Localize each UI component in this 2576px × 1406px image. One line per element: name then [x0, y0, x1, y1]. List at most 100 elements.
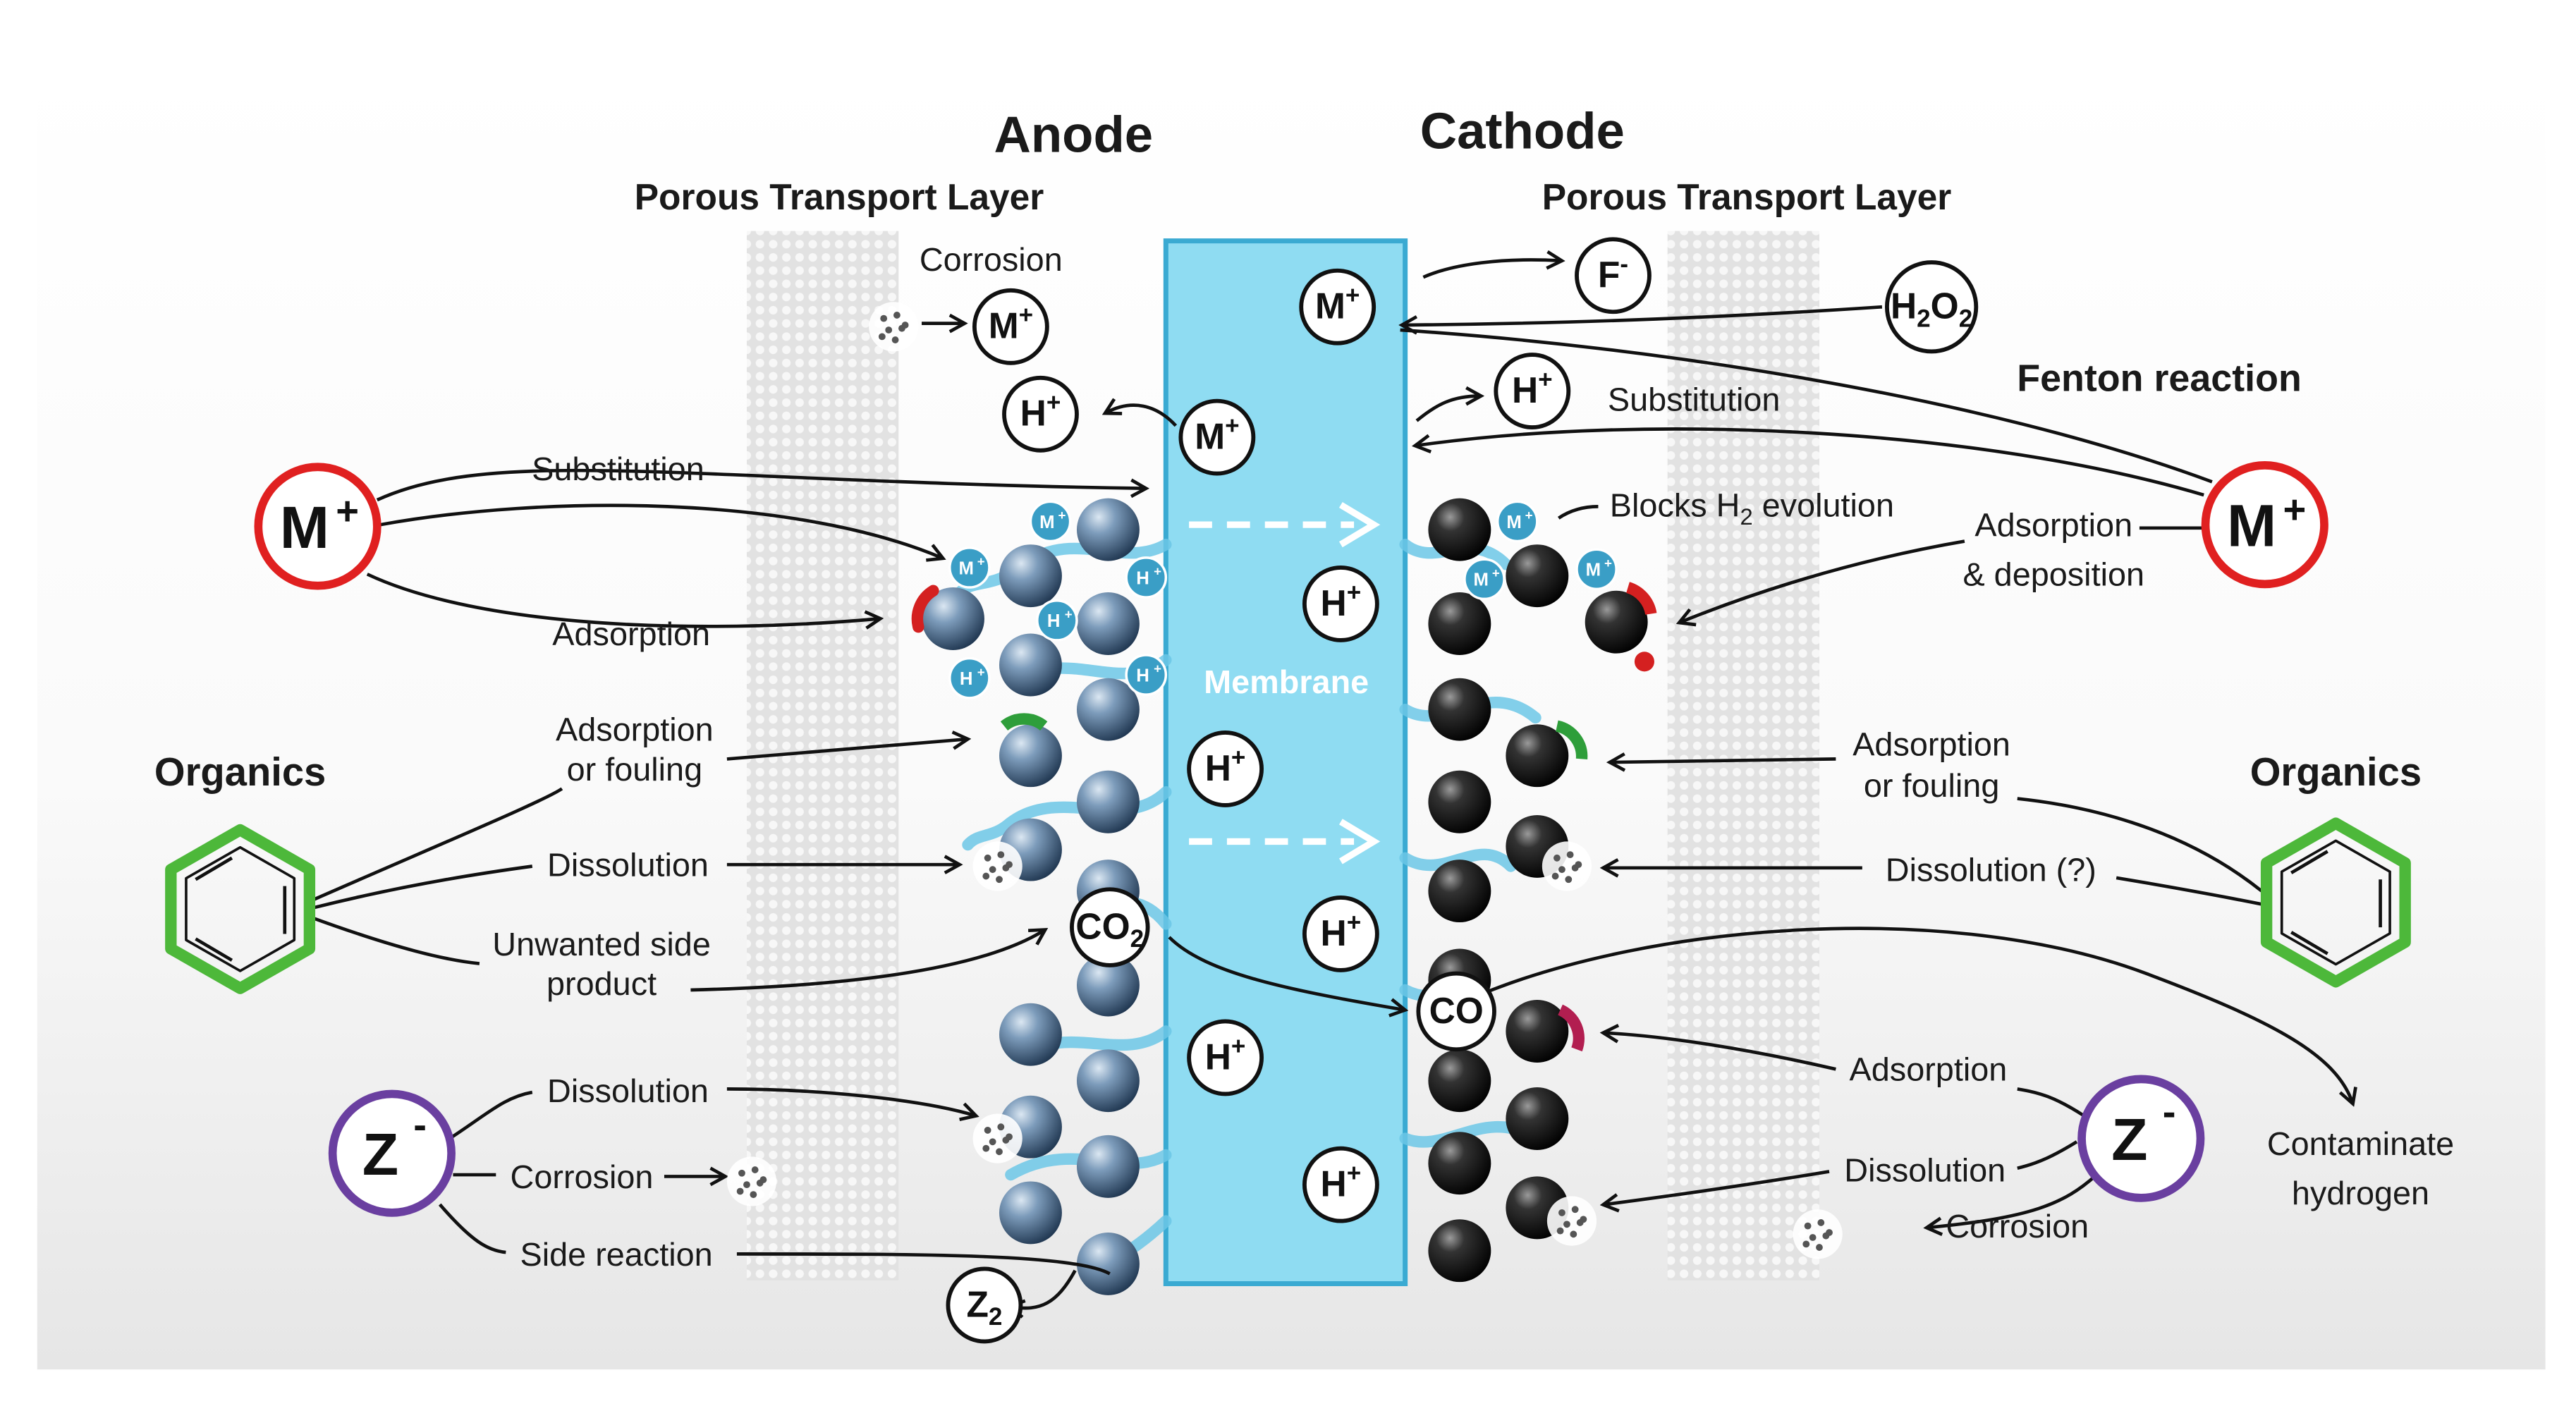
- cathode-catalyst-particle: [1506, 1087, 1569, 1150]
- label-unwanted-2: product: [547, 965, 657, 1002]
- dissolved-dots: [1793, 1209, 1843, 1259]
- label-adsorption-left: Adsorption: [552, 616, 710, 652]
- cathode-catalyst-particle: [1585, 590, 1648, 654]
- label-adsorption-fouling-right-2: or fouling: [1864, 767, 2000, 804]
- small-ion-label: M: [1039, 513, 1054, 532]
- label-contaminate-1: Contaminate: [2267, 1125, 2454, 1162]
- label-dissolution-z: Dissolution: [547, 1072, 709, 1109]
- svg-text:M+: M+: [989, 302, 1033, 346]
- anode-catalyst-particle: [999, 724, 1062, 788]
- small-ion-icon: [1125, 556, 1168, 599]
- label-adsorption-deposition-1: Adsorption: [1974, 507, 2132, 544]
- cathode-catalyst-particle: [1428, 770, 1491, 833]
- ion-bubble: H+: [1002, 375, 1079, 453]
- anode-catalyst-particle: [1076, 1049, 1140, 1113]
- anode-catalyst-particle: [999, 544, 1062, 608]
- small-ion-charge: +: [1058, 508, 1066, 522]
- label-corrosion-top: Corrosion: [920, 241, 1063, 278]
- dissolved-dots: [726, 1156, 777, 1206]
- anode-catalyst-particle: [922, 587, 984, 650]
- anion-source-right: Z -: [2077, 1075, 2205, 1202]
- metal-adsorbate: [911, 585, 939, 633]
- label-adsorption-fouling-left-2: or fouling: [567, 751, 703, 788]
- anode-catalyst-particle: [1076, 678, 1140, 741]
- svg-text:+: +: [336, 489, 359, 533]
- cathode-ptl: [1667, 231, 1819, 1280]
- svg-text:+: +: [2283, 487, 2307, 532]
- metal-source-left: M +: [254, 463, 381, 590]
- svg-text:CO2: CO2: [1075, 905, 1144, 953]
- dissolved-species: [726, 302, 1843, 1259]
- small-ion-label: M: [1586, 561, 1601, 580]
- cathode-catalyst-particle: [1428, 860, 1491, 923]
- cathode-catalyst-particle: [1506, 724, 1569, 788]
- label-unwanted-1: Unwanted side: [492, 926, 711, 962]
- anode-catalyst-particle: [999, 633, 1062, 697]
- label-adsorption-fouling-right-1: Adsorption: [1852, 726, 2010, 763]
- membrane-label: Membrane: [1204, 664, 1369, 700]
- anode-catalyst-particle: [1076, 592, 1140, 655]
- cathode-catalyst-particle: [1428, 1219, 1491, 1283]
- svg-text:Z: Z: [2111, 1106, 2147, 1173]
- svg-text:Z: Z: [362, 1121, 398, 1187]
- cathode-catalyst-particle: [1506, 1000, 1569, 1063]
- organics-left-title: Organics: [154, 750, 326, 794]
- organic-adsorbate: [1555, 720, 1588, 760]
- process-labels: Corrosion Substitution Adsorption Adsorp…: [492, 241, 2454, 1273]
- ion-bubble: M+: [1178, 398, 1256, 476]
- cathode-catalyst-particle: [1428, 678, 1491, 741]
- label-adsorption-right-co: Adsorption: [1850, 1051, 2008, 1088]
- dissolved-dots: [972, 841, 1023, 891]
- label-substitution-left: Substitution: [532, 451, 704, 487]
- svg-text:H+: H+: [1020, 389, 1061, 434]
- svg-text:M+: M+: [1315, 282, 1360, 326]
- dissolved-dots: [1546, 1196, 1597, 1246]
- small-ion-charge: +: [977, 554, 985, 569]
- metal-source-right: M +: [2201, 461, 2328, 589]
- small-ion-charge: +: [1065, 606, 1073, 621]
- svg-text:H+: H+: [1321, 579, 1362, 623]
- ion-bubble: CO2: [1070, 887, 1150, 967]
- svg-text:M: M: [280, 494, 329, 561]
- svg-text:M+: M+: [1195, 412, 1239, 456]
- small-ion-label: H: [1047, 611, 1061, 631]
- anode-catalyst-particle: [999, 1003, 1062, 1066]
- svg-text:CO: CO: [1429, 990, 1484, 1031]
- svg-text:H+: H+: [1512, 366, 1553, 410]
- label-dissolution-right: Dissolution (?): [1886, 852, 2096, 888]
- label-side-reaction: Side reaction: [520, 1236, 713, 1273]
- small-ion-charge: +: [1525, 508, 1533, 522]
- svg-text:H+: H+: [1321, 1159, 1362, 1204]
- small-ion-charge: +: [977, 664, 985, 679]
- svg-text:-: -: [413, 1103, 427, 1147]
- ion-bubble: Z2: [946, 1266, 1023, 1344]
- label-substitution-right: Substitution: [1608, 381, 1781, 418]
- anode-catalyst-particle: [1076, 1232, 1140, 1295]
- anode-ptl-title: Porous Transport Layer: [635, 176, 1044, 217]
- metal-deposit: [1634, 652, 1654, 672]
- ion-bubble: H+: [1302, 1146, 1379, 1223]
- dissolved-dots: [869, 302, 919, 352]
- dissolved-dots: [1542, 841, 1592, 891]
- small-ion-label: H: [1136, 666, 1149, 685]
- small-ion-label: M: [1474, 570, 1489, 590]
- reaction-arrows: [310, 260, 2352, 1309]
- cathode-catalyst-particle: [1506, 544, 1569, 608]
- svg-text:F-: F-: [1598, 250, 1628, 295]
- small-ion-icon: [1496, 500, 1539, 543]
- cathode-title: Cathode: [1420, 103, 1625, 160]
- anode-catalyst-particle: [1076, 953, 1140, 1017]
- small-ion-icon: [1125, 654, 1168, 696]
- metal-deposit: [1625, 582, 1657, 616]
- label-contaminate-2: hydrogen: [2292, 1175, 2429, 1211]
- small-ion-charge: +: [1604, 556, 1612, 570]
- cathode-catalyst-particle: [1428, 498, 1491, 561]
- small-ion-charge: +: [1154, 661, 1161, 676]
- ion-bubble: H+: [1187, 730, 1264, 807]
- svg-text:Z2: Z2: [966, 1283, 1002, 1331]
- small-ion-icon: [1575, 548, 1618, 591]
- svg-text:H+: H+: [1205, 1032, 1246, 1077]
- label-corrosion-right-z: Corrosion: [1946, 1208, 2089, 1245]
